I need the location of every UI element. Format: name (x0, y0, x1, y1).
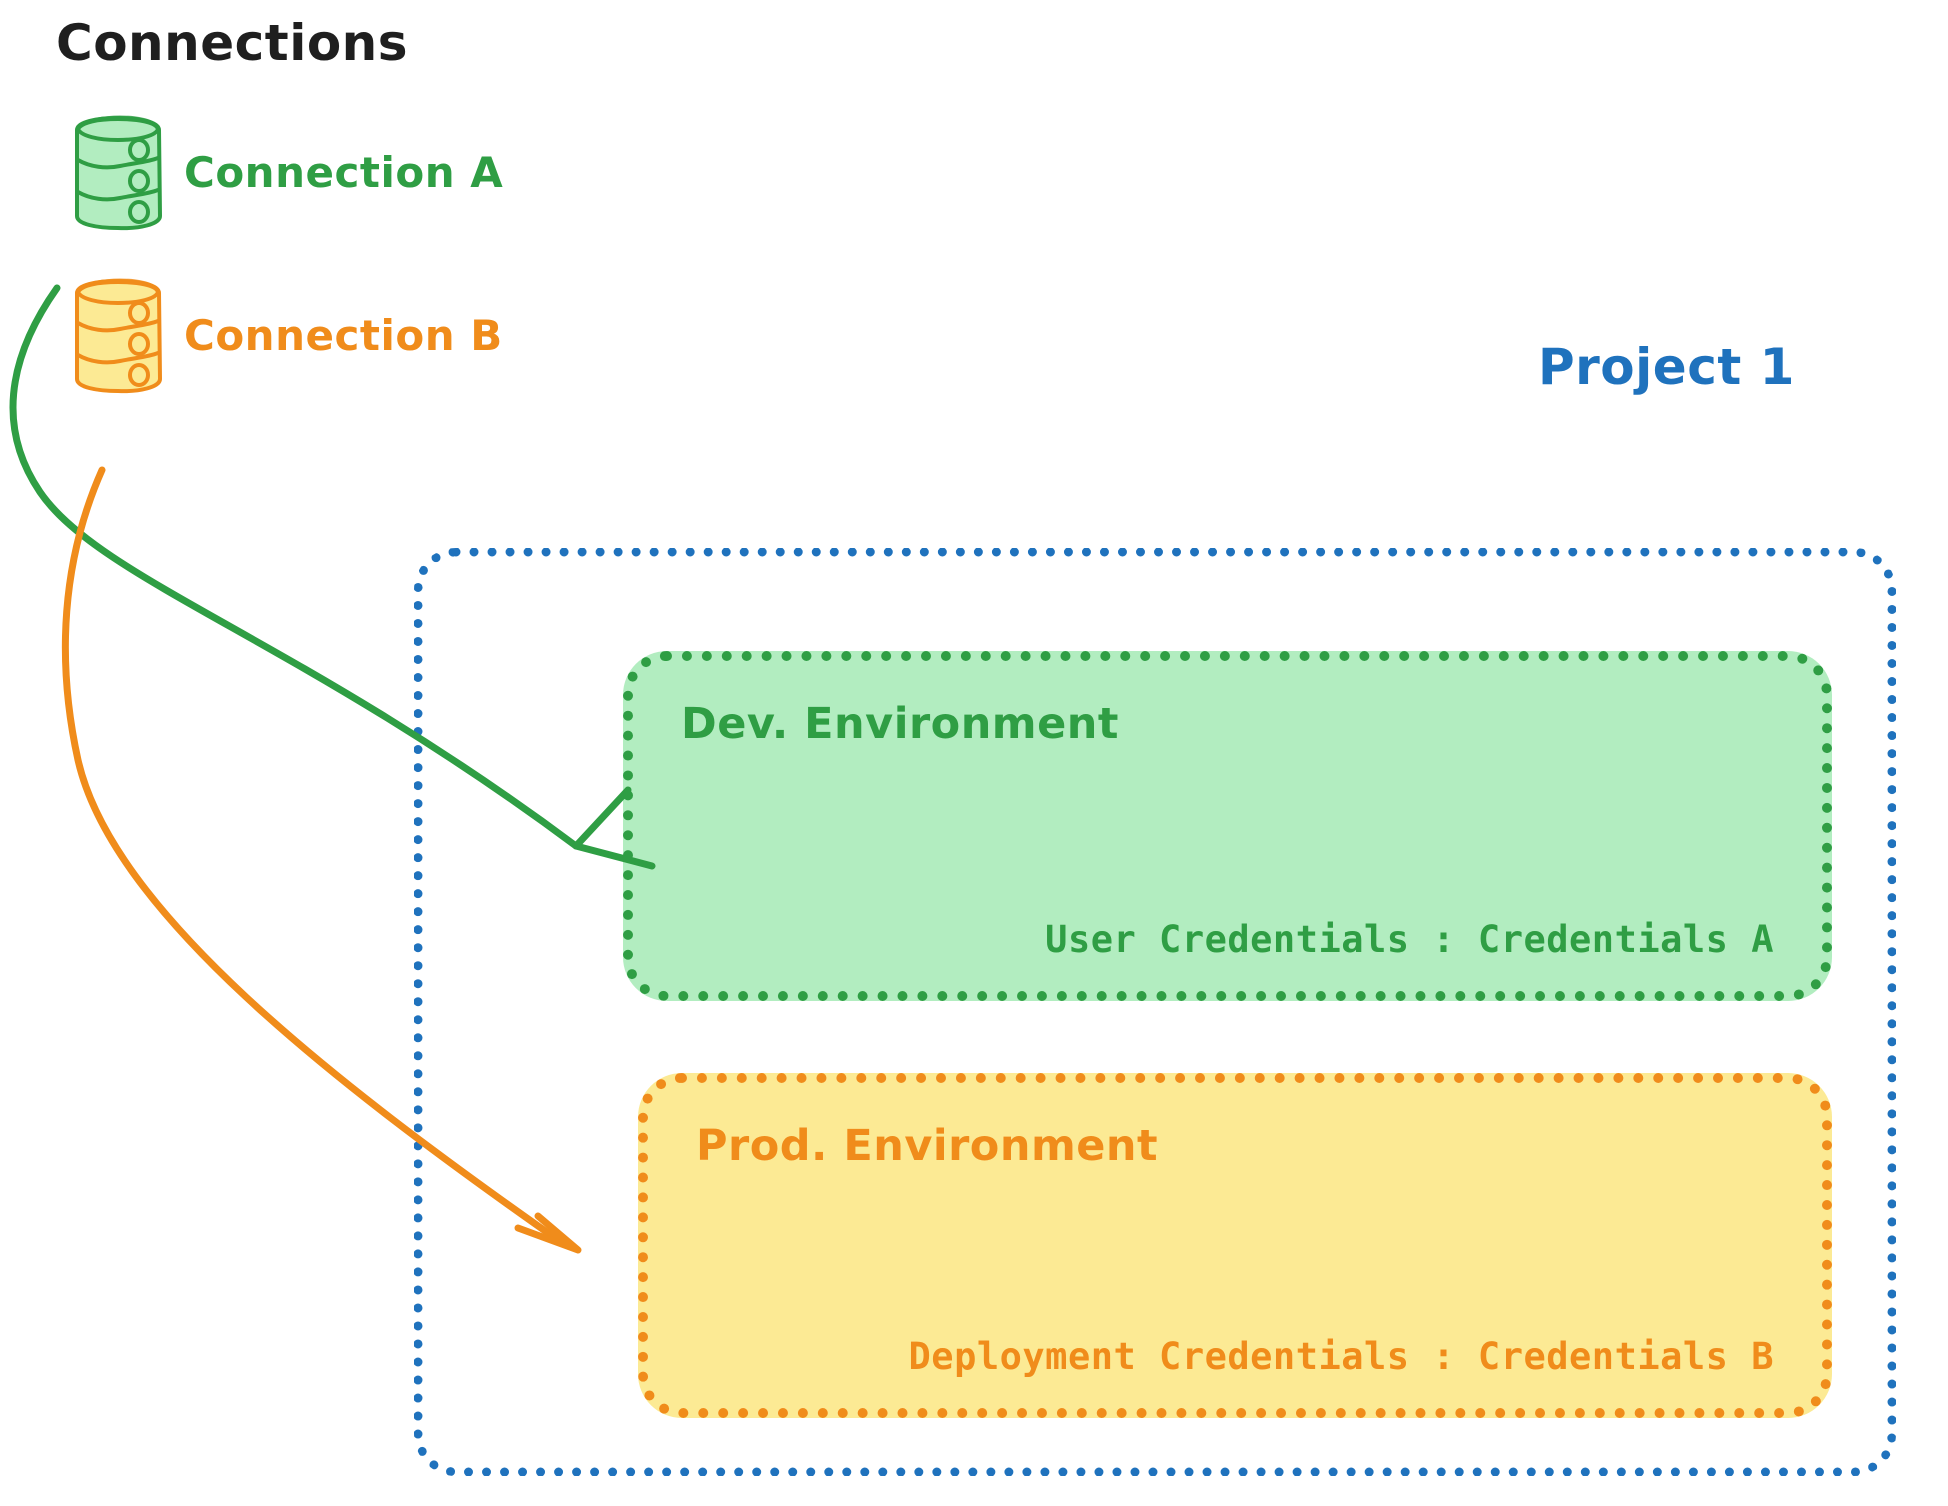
connection-b-label: Connection B (184, 311, 503, 360)
prod-environment-title: Prod. Environment (696, 1121, 1159, 1171)
dev-environment-credentials: User Credentials : Credentials A (1045, 918, 1774, 961)
prod-environment-box: Prod. Environment Deployment Credentials… (638, 1073, 1832, 1418)
dev-environment-box: Dev. Environment User Credentials : Cred… (623, 651, 1832, 1001)
project-title-label: Project 1 (1538, 338, 1795, 396)
dev-environment-title: Dev. Environment (681, 699, 1119, 749)
prod-environment-credentials: Deployment Credentials : Credentials B (908, 1335, 1774, 1378)
database-cylinder-icon-connection-a (68, 112, 168, 234)
connection-a-label: Connection A (184, 148, 504, 197)
page-title: Connections (56, 14, 409, 72)
database-cylinder-icon-connection-b (68, 275, 168, 397)
